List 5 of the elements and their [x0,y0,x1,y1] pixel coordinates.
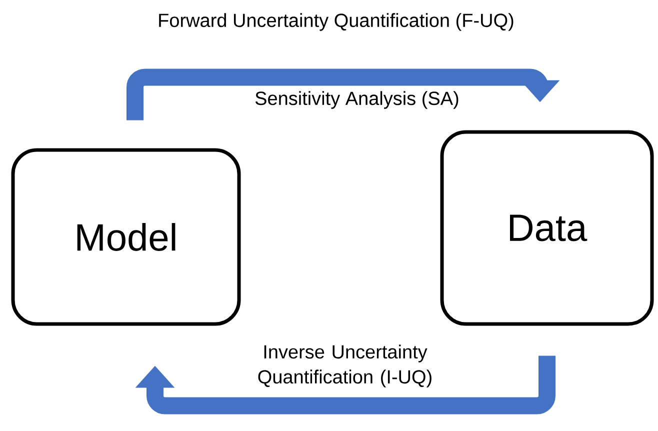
edge-label: Forward Uncertainty Quantification (F-UQ) [159,13,514,31]
label: Sensitivity Analysis (SA) [255,91,458,109]
process-box: Data [440,130,654,326]
process-box: Model [11,148,241,326]
edge-label: Inverse Uncertainty Quantification (I-UQ) [258,344,432,388]
